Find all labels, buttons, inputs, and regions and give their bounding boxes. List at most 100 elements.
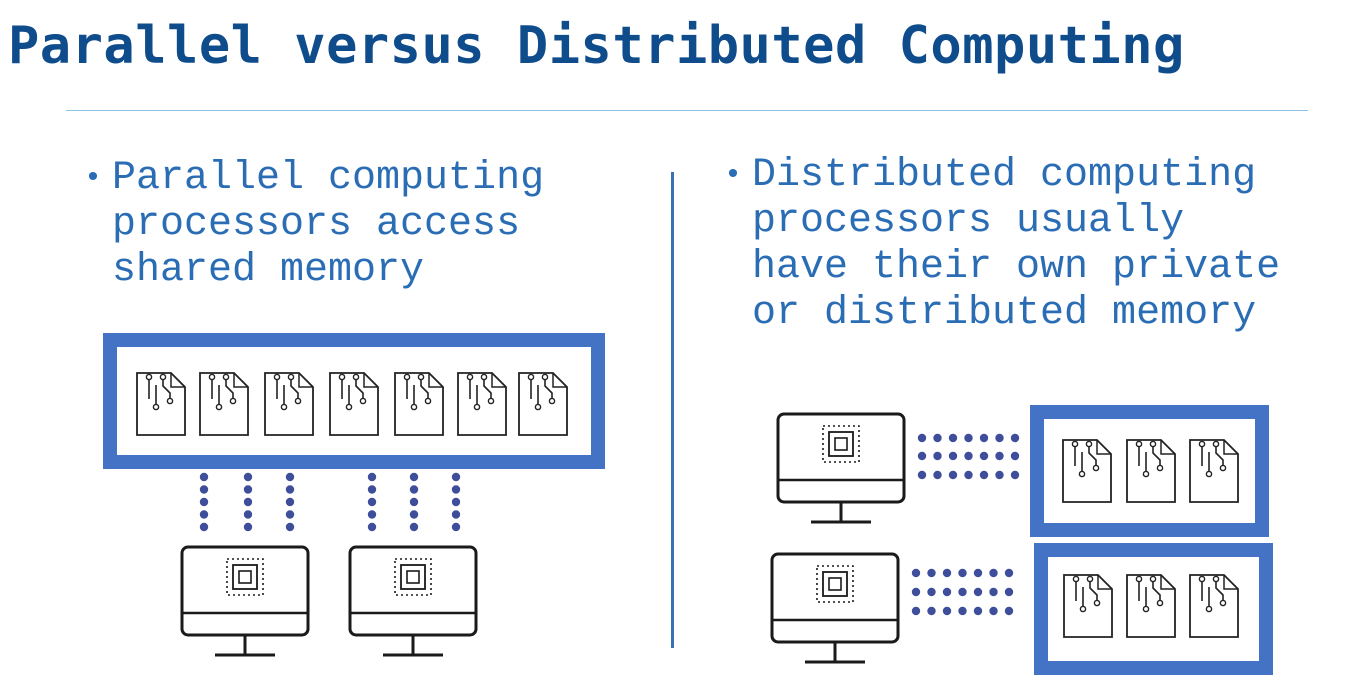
parallel-connection-dots — [199, 472, 461, 532]
connection-dot — [451, 485, 461, 494]
connection-dot — [199, 485, 209, 494]
distributed-bullet: • Distributed computing processors usual… — [724, 153, 1280, 337]
memory-chip-icon — [1189, 439, 1239, 503]
connection-dot — [451, 510, 461, 519]
parallel-bullet: • Parallel computing processors access s… — [84, 156, 545, 294]
connection-dot — [948, 451, 958, 461]
connection-dot — [973, 568, 983, 578]
connection-dot — [917, 433, 927, 443]
connection-dot — [979, 451, 989, 461]
bullet-line: Parallel computing — [112, 156, 545, 201]
connection-dot — [367, 472, 377, 482]
connection-dot — [451, 522, 461, 532]
connection-dot — [942, 606, 952, 616]
bullet-line: shared memory — [112, 248, 425, 293]
connection-dot — [409, 472, 419, 482]
connection-dot — [917, 451, 927, 461]
memory-chip-icon — [518, 372, 568, 436]
connection-dot — [927, 587, 936, 597]
computer-monitor-icon — [180, 545, 310, 657]
connection-dot — [964, 451, 973, 461]
connection-dot — [199, 522, 209, 532]
connection-dot — [989, 606, 998, 616]
connection-dot — [367, 510, 377, 519]
connection-dot — [1010, 433, 1020, 443]
computer-monitor-icon — [770, 552, 900, 664]
connection-dot — [911, 587, 921, 597]
memory-chip-icon — [264, 372, 314, 436]
connection-dot — [927, 568, 936, 578]
connection-dot — [285, 510, 295, 519]
connection-dot — [1010, 470, 1020, 480]
connection-dot — [1010, 451, 1020, 461]
connection-dot — [243, 522, 253, 532]
connection-dot — [917, 470, 927, 480]
connection-dot — [1004, 606, 1014, 616]
bullet-line: or distributed memory — [752, 291, 1257, 336]
bullet-line: Distributed computing — [752, 153, 1257, 198]
distributed-connection-dots — [911, 433, 1020, 616]
connection-dot — [367, 522, 377, 532]
memory-chip-icon — [1189, 574, 1239, 638]
connection-dot — [243, 497, 253, 507]
connection-dot — [942, 587, 952, 597]
connection-dot — [964, 433, 973, 443]
connection-dot — [995, 470, 1004, 480]
connection-dot — [958, 606, 967, 616]
connection-dot — [933, 470, 942, 480]
connection-dot — [995, 433, 1004, 443]
connection-dot — [451, 497, 461, 507]
connection-dot — [409, 497, 419, 507]
memory-chip-icon — [136, 372, 186, 436]
memory-chip-icon — [1062, 439, 1112, 503]
connection-dot — [243, 472, 253, 482]
memory-chip-icon — [457, 372, 507, 436]
connection-dot — [979, 470, 989, 480]
computer-monitor-icon — [348, 545, 478, 657]
connection-dot — [451, 472, 461, 482]
connection-dot — [367, 485, 377, 494]
connection-dot — [942, 568, 952, 578]
connection-dot — [979, 433, 989, 443]
connection-dot — [933, 433, 942, 443]
connection-dot — [911, 606, 921, 616]
connection-dot — [367, 497, 377, 507]
connection-dot — [958, 587, 967, 597]
connection-dot — [285, 522, 295, 532]
connection-dot — [948, 470, 958, 480]
page-title: Parallel versus Distributed Computing — [8, 16, 1185, 76]
connection-dot — [409, 485, 419, 494]
connection-dot — [989, 568, 998, 578]
connection-dot — [973, 606, 983, 616]
memory-chip-icon — [394, 372, 444, 436]
connection-dot — [409, 510, 419, 519]
connection-dot — [243, 510, 253, 519]
memory-chip-icon — [1126, 439, 1176, 503]
connection-dot — [958, 568, 967, 578]
connection-dot — [1004, 587, 1014, 597]
memory-chip-icon — [1126, 574, 1176, 638]
connection-dot — [911, 568, 921, 578]
connection-dot — [243, 485, 253, 494]
column-divider — [671, 172, 674, 648]
connection-dot — [199, 510, 209, 519]
title-underline — [66, 110, 1308, 111]
connection-dot — [927, 606, 936, 616]
memory-chip-icon — [1063, 574, 1113, 638]
connection-dot — [285, 472, 295, 482]
connection-dot — [199, 472, 209, 482]
connection-dot — [964, 470, 973, 480]
bullet-line: processors access — [112, 202, 521, 247]
connection-dot — [285, 497, 295, 507]
connection-dot — [933, 451, 942, 461]
connection-dot — [989, 587, 998, 597]
bullet-line: processors usually — [752, 199, 1185, 244]
computer-monitor-icon — [776, 412, 906, 524]
memory-chip-icon — [199, 372, 249, 436]
connection-dot — [199, 497, 209, 507]
connection-dot — [948, 433, 958, 443]
memory-chip-icon — [329, 372, 379, 436]
connection-dot — [995, 451, 1004, 461]
bullet-dot: • — [84, 162, 103, 196]
